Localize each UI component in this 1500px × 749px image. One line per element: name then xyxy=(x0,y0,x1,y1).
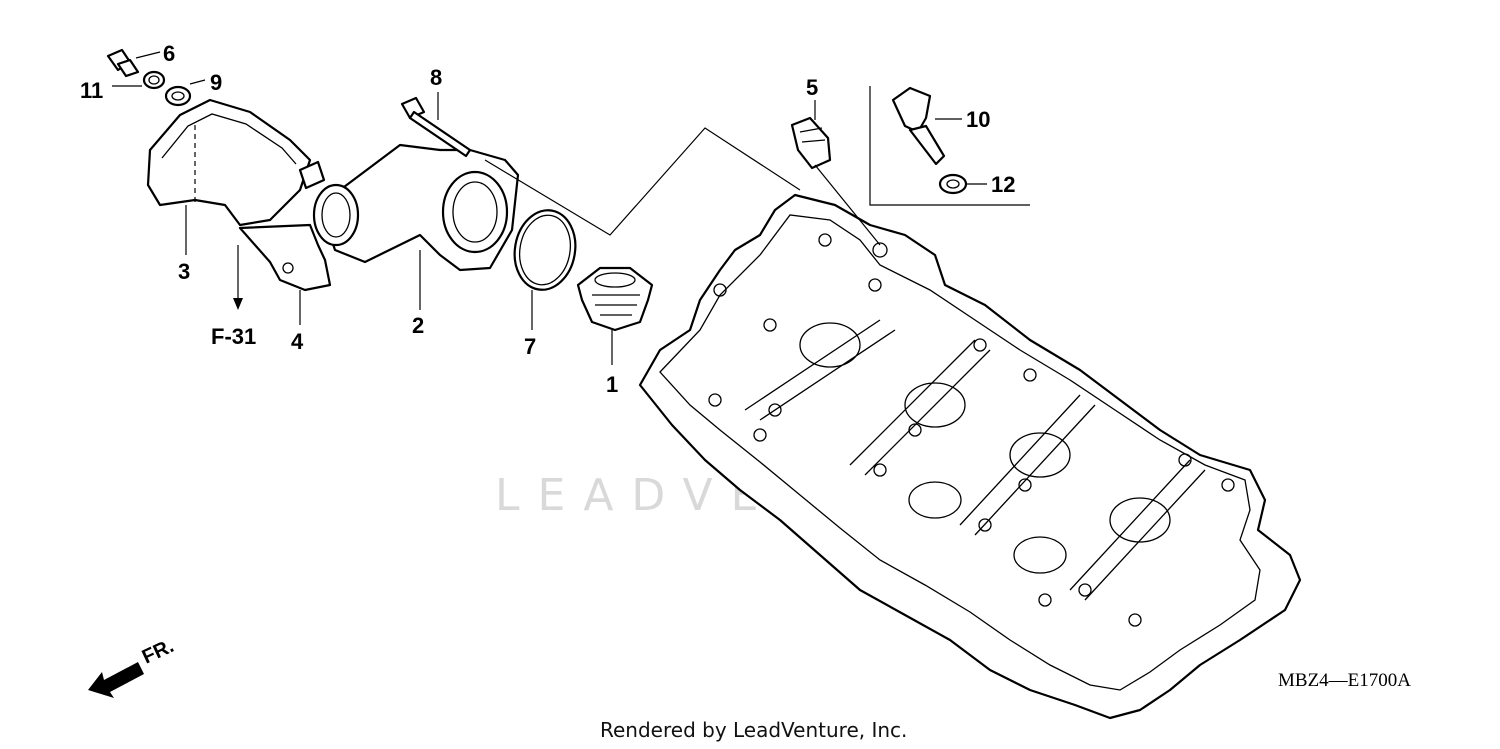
grommet xyxy=(164,85,192,107)
callout-3: 3 xyxy=(178,259,190,284)
temperature-sensor xyxy=(790,116,832,170)
thermostat-housing xyxy=(312,143,520,272)
callout-10: 10 xyxy=(966,107,990,132)
collar xyxy=(142,70,166,90)
callout-2: 2 xyxy=(412,313,424,338)
callout-labels: 1 2 3 4 5 6 7 8 9 10 11 12 xyxy=(80,41,1015,397)
reference-f31: F-31 xyxy=(211,245,256,349)
reference-label: F-31 xyxy=(211,324,256,349)
callout-4: 4 xyxy=(291,329,304,354)
o-ring xyxy=(513,209,577,291)
callout-9: 9 xyxy=(210,70,222,95)
cylinder-head xyxy=(638,193,1302,720)
sealing-washer xyxy=(938,173,968,195)
arrow-down-icon xyxy=(233,298,243,310)
bracket xyxy=(238,160,332,292)
callout-6: 6 xyxy=(163,41,175,66)
long-bolt xyxy=(400,96,472,158)
callout-7: 7 xyxy=(524,334,536,359)
footer-credit: Rendered by LeadVenture, Inc. xyxy=(600,718,907,742)
thermostat xyxy=(576,266,654,332)
callout-12: 12 xyxy=(991,172,1015,197)
front-direction: FR. xyxy=(88,635,177,698)
diagram-code: MBZ4—E1700A xyxy=(1278,670,1411,691)
housing-cover xyxy=(146,98,312,227)
callout-1: 1 xyxy=(606,372,618,397)
leader-lines xyxy=(112,51,987,365)
small-bolt xyxy=(106,48,140,78)
callout-11: 11 xyxy=(80,78,103,103)
front-arrow-icon xyxy=(88,662,144,698)
callout-8: 8 xyxy=(430,65,442,90)
direction-label: FR. xyxy=(139,635,177,669)
inset-box xyxy=(869,86,1030,206)
callout-5: 5 xyxy=(806,75,818,100)
thermo-switch xyxy=(891,86,946,166)
